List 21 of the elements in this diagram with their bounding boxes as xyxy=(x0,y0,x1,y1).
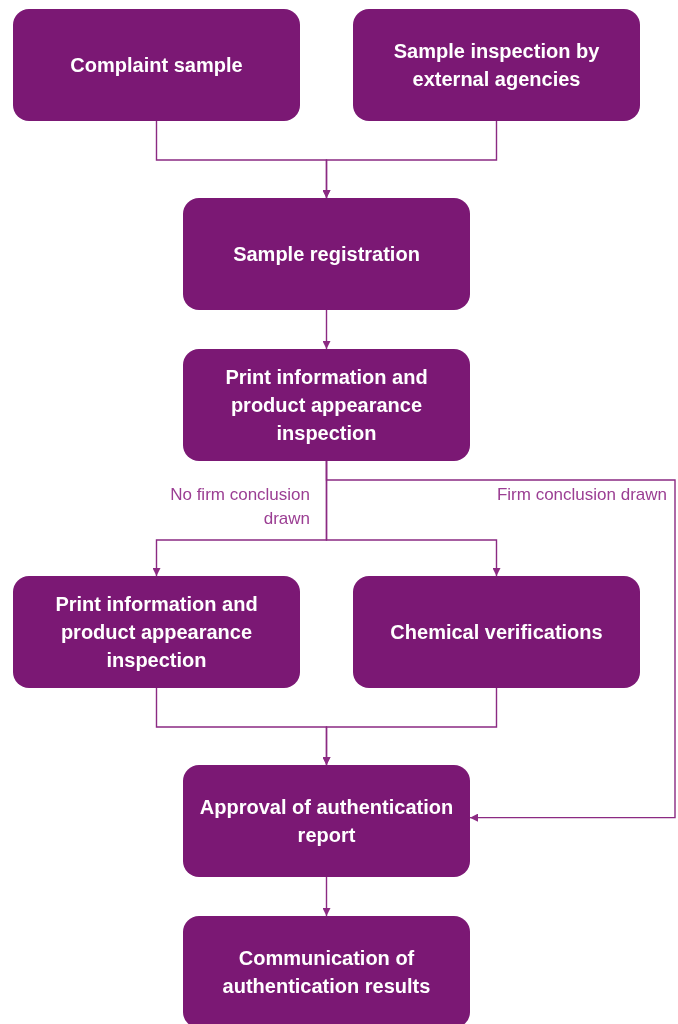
box-text: Sample inspection by external agencies xyxy=(392,39,601,92)
process-box xyxy=(183,198,470,310)
process-box xyxy=(353,576,640,688)
arrow xyxy=(322,876,331,917)
process-box xyxy=(183,765,470,877)
process-box xyxy=(13,576,300,688)
arrow xyxy=(322,687,498,766)
box-text: Chemical verifications xyxy=(390,620,603,645)
box-text: Sample registration xyxy=(233,242,420,267)
box-text: Approval of authentication report xyxy=(198,795,455,848)
process-box xyxy=(13,9,300,121)
arrow xyxy=(322,309,331,350)
box-text: Complaint sample xyxy=(70,53,243,78)
process-box xyxy=(183,916,470,1024)
process-box xyxy=(183,349,470,461)
arrow xyxy=(322,120,498,199)
process-box xyxy=(353,9,640,121)
box-text: Print information and product appearance inspection xyxy=(54,592,259,673)
arrow xyxy=(325,460,676,822)
box-text: Communication of authentication results xyxy=(221,946,432,999)
box-text: Print information and product appearance inspection xyxy=(224,365,429,446)
